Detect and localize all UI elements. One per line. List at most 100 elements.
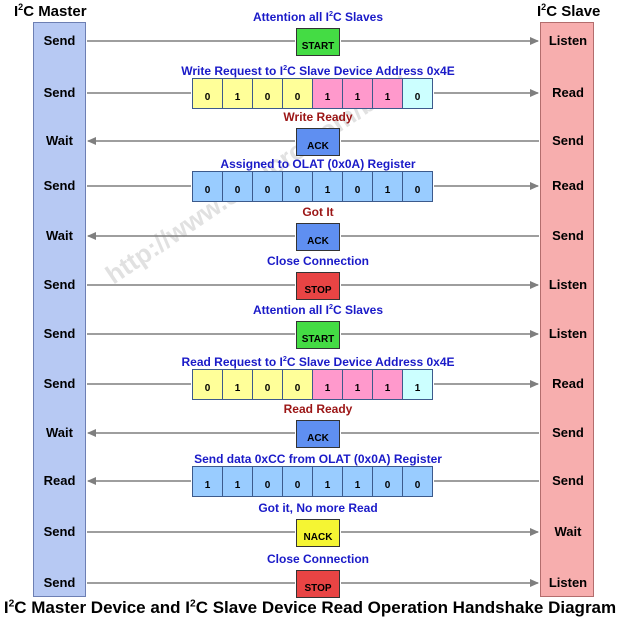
message-caption-r4: Assigned to OLAT (0x0A) Register (0, 157, 620, 171)
caption-text: Read Request to I (181, 355, 283, 369)
message-caption-r6: Close Connection (0, 254, 620, 268)
bit-cell: 1 (372, 369, 403, 400)
caption-sup: 2 (282, 354, 287, 363)
slave-action-r2: Read (552, 85, 584, 100)
message-caption-r1: Attention all I2C Slaves (0, 10, 620, 24)
bit-cell: 1 (312, 78, 343, 109)
bit-cell: 0 (222, 171, 253, 202)
slave-action-r6: Listen (548, 277, 588, 292)
caption-text-end: C Slave Device Address 0x4E (286, 355, 455, 369)
bit-cell: 0 (282, 171, 313, 202)
caption-sup: 2 (328, 302, 333, 311)
master-action-r1: Send (43, 33, 76, 48)
bit-cell: 1 (342, 466, 373, 497)
bit-cell: 0 (402, 171, 433, 202)
caption-text: Attention all I (252, 10, 329, 24)
bit-cell: 0 (402, 466, 433, 497)
master-action-r7: Send (43, 326, 76, 341)
caption-text: Write Request to I (181, 64, 284, 78)
caption-text: Got It (302, 205, 334, 219)
caption-text: Close Connection (266, 552, 369, 566)
bit-cell: 0 (192, 171, 223, 202)
master-action-r8: Send (43, 376, 76, 391)
bit-cell: 0 (282, 369, 313, 400)
master-title: I2C Master (14, 2, 87, 21)
master-action-r10: Read (43, 473, 76, 488)
bit-cell: 0 (252, 466, 283, 497)
message-caption-r3: Write Ready (0, 110, 620, 124)
slave-action-r7: Listen (548, 326, 588, 341)
caption-text: Read Ready (283, 402, 353, 416)
caption-text-end: C Slaves (332, 10, 384, 24)
message-caption-r2: Write Request to I2C Slave Device Addres… (0, 64, 620, 78)
stop-signal-box: STOP (296, 570, 340, 598)
bit-cell: 1 (222, 466, 253, 497)
bit-cell: 1 (372, 171, 403, 202)
bit-cell: 0 (342, 171, 373, 202)
bit-cell: 1 (312, 369, 343, 400)
caption-text-end: C Slaves (332, 303, 384, 317)
ack-signal-box: ACK (296, 420, 340, 448)
caption-text: Assigned to OLAT (0x0A) Register (220, 157, 416, 171)
caption-text: Send data 0xCC from OLAT (0x0A) Register (194, 452, 442, 466)
caption-sup: 2 (328, 9, 333, 18)
master-action-r12: Send (43, 575, 76, 590)
message-caption-r10: Send data 0xCC from OLAT (0x0A) Register (0, 452, 620, 466)
message-caption-r11: Got it, No more Read (0, 501, 620, 515)
bit-cell: 0 (252, 369, 283, 400)
slave-column (540, 22, 594, 597)
bit-cell: 1 (222, 369, 253, 400)
slave-action-r9: Send (552, 425, 584, 440)
bit-cell: 1 (342, 369, 373, 400)
message-caption-r9: Read Ready (0, 402, 620, 416)
slave-action-r1: Listen (548, 33, 588, 48)
bit-cell: 1 (192, 466, 223, 497)
start-signal-box: START (296, 321, 340, 349)
ack-signal-box: ACK (296, 223, 340, 251)
bit-cell: 1 (372, 78, 403, 109)
caption-text: Close Connection (266, 254, 369, 268)
bit-cell: 1 (312, 466, 343, 497)
slave-action-r11: Wait (554, 524, 582, 539)
bit-cell: 1 (342, 78, 373, 109)
message-caption-r12: Close Connection (0, 552, 620, 566)
master-action-r4: Send (43, 178, 76, 193)
bit-cell: 0 (282, 78, 313, 109)
bit-cell: 0 (282, 466, 313, 497)
caption-sup: 2 (283, 63, 288, 72)
slave-action-r10: Send (552, 473, 584, 488)
master-action-r11: Send (43, 524, 76, 539)
master-column (33, 22, 86, 597)
bit-cell: 0 (252, 78, 283, 109)
nack-signal-box: NACK (296, 519, 340, 547)
bit-cell: 1 (402, 369, 433, 400)
slave-action-r5: Send (552, 228, 584, 243)
caption-text: Got it, No more Read (258, 501, 378, 515)
slave-action-r12: Listen (548, 575, 588, 590)
message-caption-r7: Attention all I2C Slaves (0, 303, 620, 317)
caption-text: Write Ready (283, 110, 353, 124)
caption-text: Attention all I (252, 303, 329, 317)
message-caption-r8: Read Request to I2C Slave Device Address… (0, 355, 620, 369)
message-caption-r5: Got It (0, 205, 620, 219)
stop-signal-box: STOP (296, 272, 340, 300)
bit-cell: 1 (222, 78, 253, 109)
caption-text-end: C Slave Device Address 0x4E (287, 64, 455, 78)
ack-signal-box: ACK (296, 128, 340, 156)
master-action-r6: Send (43, 277, 76, 292)
master-action-r3: Wait (46, 133, 73, 148)
master-action-r2: Send (43, 85, 76, 100)
master-action-r9: Wait (46, 425, 73, 440)
bit-cell: 0 (402, 78, 433, 109)
diagram-title: I2C Master Device and I2C Slave Device R… (3, 598, 617, 617)
bit-cell: 0 (192, 369, 223, 400)
bit-cell: 0 (192, 78, 223, 109)
slave-action-r8: Read (552, 376, 584, 391)
bit-cell: 0 (372, 466, 403, 497)
master-action-r5: Wait (46, 228, 73, 243)
